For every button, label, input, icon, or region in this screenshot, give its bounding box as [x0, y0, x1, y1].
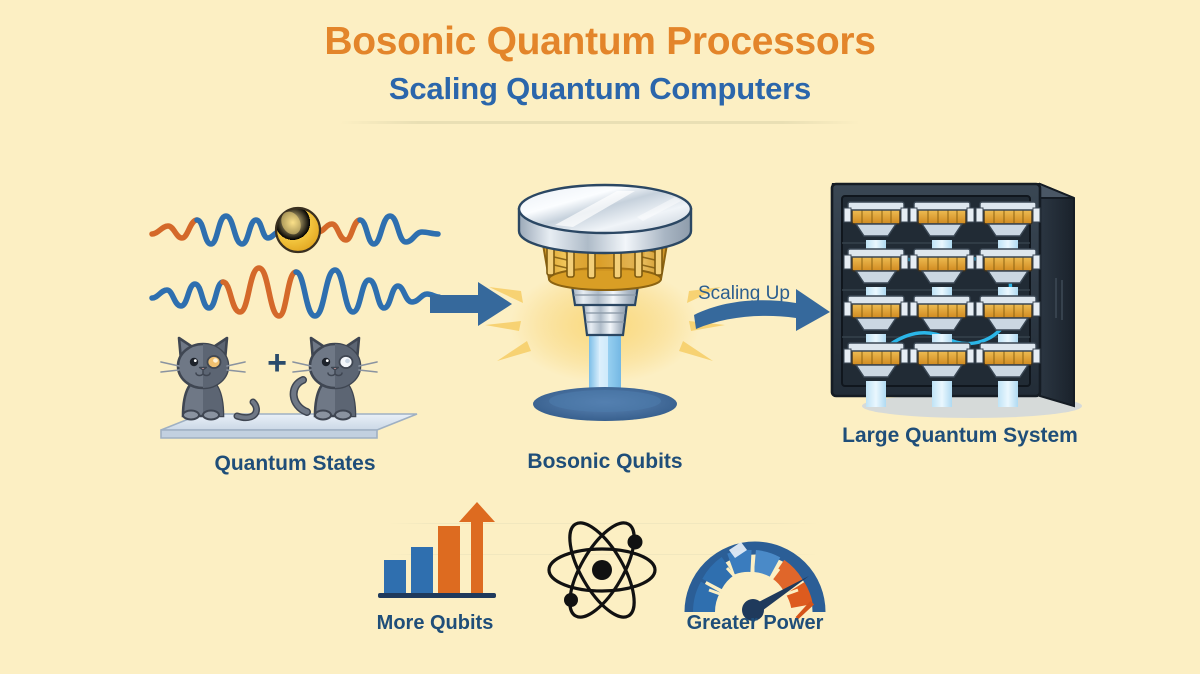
- chart-baseline: [378, 593, 496, 598]
- chart-bar: [438, 526, 460, 593]
- caption-large-quantum-system: Large Quantum System: [842, 424, 1078, 447]
- large-quantum-system-rack: [822, 168, 1092, 418]
- rack-module: [843, 342, 909, 407]
- rack-module: [909, 248, 975, 315]
- superposition-plus-symbol: +: [267, 344, 287, 382]
- scaling-up-label: Scaling Up: [698, 283, 790, 304]
- page-subtitle: Scaling Quantum Computers: [388, 70, 812, 106]
- device-top-disc: [517, 183, 693, 255]
- rack-module: [975, 342, 1041, 407]
- wave-top: [149, 213, 441, 247]
- growth-arrow-icon: [459, 502, 495, 593]
- rack-module: [909, 201, 975, 268]
- arrow-states-to-qubits-icon: [428, 278, 514, 330]
- atom-electron: [564, 593, 578, 607]
- header-divider: [340, 120, 860, 124]
- chart-bar: [411, 547, 433, 593]
- quantum-wavepackets-illustration: [149, 190, 442, 330]
- rack-module-grid: [843, 201, 1041, 407]
- cat-right-icon: [289, 336, 378, 421]
- atom-nucleus: [592, 560, 612, 580]
- arrow-scaling-up-icon: [692, 285, 832, 335]
- caption-bosonic-qubits: Bosonic Qubits: [527, 450, 683, 473]
- caption-quantum-states: Quantum States: [214, 452, 376, 475]
- header: Bosonic Quantum Processors Scaling Quant…: [0, 20, 1200, 124]
- chart-bar: [384, 560, 406, 593]
- atom-electron: [627, 534, 643, 550]
- bar-chart-growth-icon: [378, 500, 498, 600]
- photon-icon: [274, 206, 322, 254]
- rack-shadow: [862, 394, 1082, 418]
- atom-icon: [545, 520, 660, 620]
- caption-more-qubits: More Qubits: [376, 612, 494, 634]
- rack-module: [975, 248, 1041, 315]
- cat-left-icon: [160, 336, 260, 421]
- bosonic-qubit-device-illustration: [485, 175, 725, 435]
- rack-module: [909, 342, 975, 407]
- gauge-needle: [751, 576, 809, 616]
- gauge-icon: [684, 528, 826, 621]
- page-title: Bosonic Quantum Processors: [324, 20, 876, 63]
- wave-bottom: [149, 265, 442, 319]
- gauge-hub: [742, 599, 764, 621]
- cats-platform: [160, 413, 418, 439]
- background-gridline: [388, 554, 818, 555]
- schrodinger-cats-illustration: +: [155, 330, 425, 450]
- background-gridline: [388, 523, 818, 524]
- caption-greater-power: Greater Power: [686, 612, 824, 634]
